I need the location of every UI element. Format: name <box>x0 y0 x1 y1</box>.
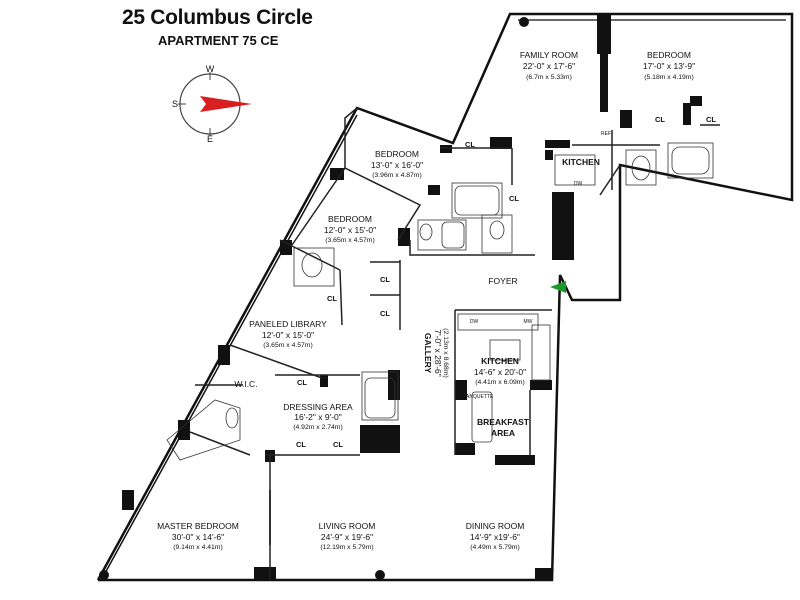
dressing-name: DRESSING AREA <box>283 402 353 412</box>
living-dim: 24'-9" x 19'-6" <box>321 532 373 542</box>
kitchen-main-name: KITCHEN <box>481 356 519 366</box>
gallery-dim: 7'-0" x 28'-6" <box>433 329 443 377</box>
closet-label-2: CL <box>509 194 519 203</box>
plan-subtitle: APARTMENT 75 CE <box>158 33 279 48</box>
breakfast-name: BREAKFAST <box>477 417 530 427</box>
master-metric: (9.14m x 4.41m) <box>173 544 222 551</box>
family-room-metric: (6.7m x 5.33m) <box>526 74 572 81</box>
wall-blocks <box>122 14 702 580</box>
closet-label-6: CL <box>380 309 390 318</box>
closet-label-8: CL <box>297 378 307 387</box>
library-name: PANELED LIBRARY <box>249 319 327 329</box>
bedroom-ne-name: BEDROOM <box>647 50 691 60</box>
columns <box>99 17 529 580</box>
bedroom-1-name: BEDROOM <box>375 149 419 159</box>
wic-label: W.I.C. <box>234 379 257 389</box>
master-name: MASTER BEDROOM <box>157 521 239 531</box>
dining-name: DINING ROOM <box>466 521 525 531</box>
bedroom-2-metric: (3.65m x 4.57m) <box>325 237 374 244</box>
compass-left: S <box>172 99 178 109</box>
dressing-metric: (4.92m x 2.74m) <box>293 424 342 431</box>
north-arrow-icon <box>200 96 252 112</box>
family-room-dim: 22'-0" x 17'-6" <box>523 61 575 71</box>
entry-arrow-icon <box>550 281 566 293</box>
kitchen-main-metric: (4.41m x 6.09m) <box>475 379 524 386</box>
dining-dim: 14'-9" x19'-6" <box>470 532 520 542</box>
kitchen-small-label: KITCHEN <box>562 157 600 167</box>
compass-bottom: E <box>207 134 213 144</box>
dining-metric: (4.49m x 5.79m) <box>470 544 519 551</box>
room-labels: FAMILY ROOM 22'-0" x 17'-6" (6.7m x 5.33… <box>157 50 716 551</box>
dressing-dim: 16'-2" x 9'-0" <box>294 412 342 422</box>
closet-label-9: CL <box>296 440 306 449</box>
compass: W E S <box>172 64 252 144</box>
bedroom-2-dim: 12'-0" x 15'-0" <box>324 225 376 235</box>
closet-label-4: CL <box>706 115 716 124</box>
dw-label: DW <box>574 181 583 187</box>
living-name: LIVING ROOM <box>319 521 376 531</box>
interior-walls <box>189 107 720 580</box>
breakfast-name-2: AREA <box>491 428 515 438</box>
library-dim: 12'-0" x 15'-0" <box>262 330 314 340</box>
bedroom-2-name: BEDROOM <box>328 214 372 224</box>
mw-label: MW <box>524 319 533 325</box>
kitchen-main-dim: 14'-6" x 20'-0" <box>474 367 526 377</box>
bedroom-ne-metric: (5.18m x 4.19m) <box>644 74 693 81</box>
closet-label-10: CL <box>333 440 343 449</box>
bedroom-1-metric: (3.96m x 4.87m) <box>372 172 421 179</box>
gallery-metric: (2.13m x 8.68m) <box>442 328 449 377</box>
wd-label: W/D <box>557 222 567 228</box>
foyer-label: FOYER <box>488 276 517 286</box>
closet-label-3: CL <box>655 115 665 124</box>
closet-label-5: CL <box>380 275 390 284</box>
family-room-name: FAMILY ROOM <box>520 50 578 60</box>
living-metric: (12.19m x 5.79m) <box>320 544 373 551</box>
bedroom-1-dim: 13'-0" x 16'-0" <box>371 160 423 170</box>
closet-label-7: CL <box>327 294 337 303</box>
library-metric: (3.65m x 4.57m) <box>263 342 312 349</box>
master-dim: 30'-0" x 14'-6" <box>172 532 224 542</box>
outer-walls <box>96 12 794 582</box>
dw-label-kitchen: DW <box>470 319 479 325</box>
banquette-label: BANQUETTE <box>463 394 494 400</box>
plan-title: 25 Columbus Circle <box>122 6 313 29</box>
fixtures <box>166 142 714 545</box>
gallery-name: GALLERY <box>423 333 433 374</box>
ref-label: REF <box>601 131 611 137</box>
bedroom-ne-dim: 17'-0" x 13'-9" <box>643 61 695 71</box>
closet-label-1: CL <box>465 140 475 149</box>
compass-top: W <box>206 64 215 74</box>
